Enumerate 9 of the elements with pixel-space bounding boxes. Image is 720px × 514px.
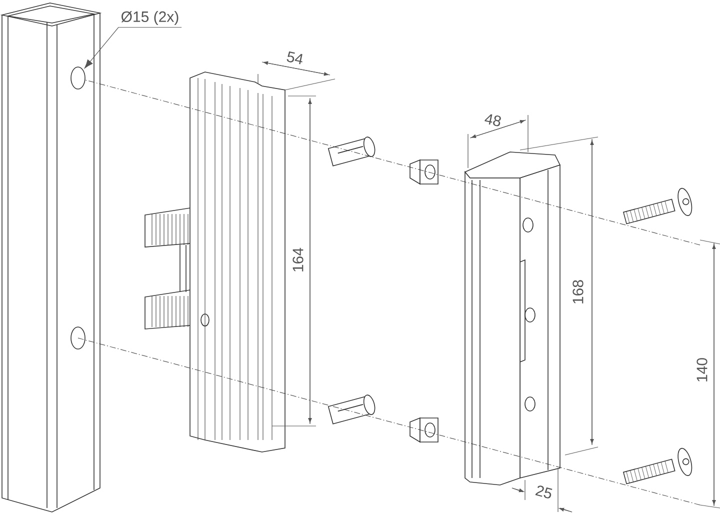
dimension-label: 54 bbox=[286, 51, 302, 64]
dimension-label: 168 bbox=[572, 280, 584, 304]
dimension-label: 164 bbox=[292, 248, 304, 272]
leader-line bbox=[84, 27, 182, 68]
dimension-label: 25 bbox=[535, 486, 552, 498]
dimension-label: 48 bbox=[484, 114, 501, 126]
dimension-label: 140 bbox=[696, 358, 708, 382]
callout-text: Ø15 (2x) bbox=[121, 11, 178, 25]
hole bbox=[70, 66, 86, 90]
